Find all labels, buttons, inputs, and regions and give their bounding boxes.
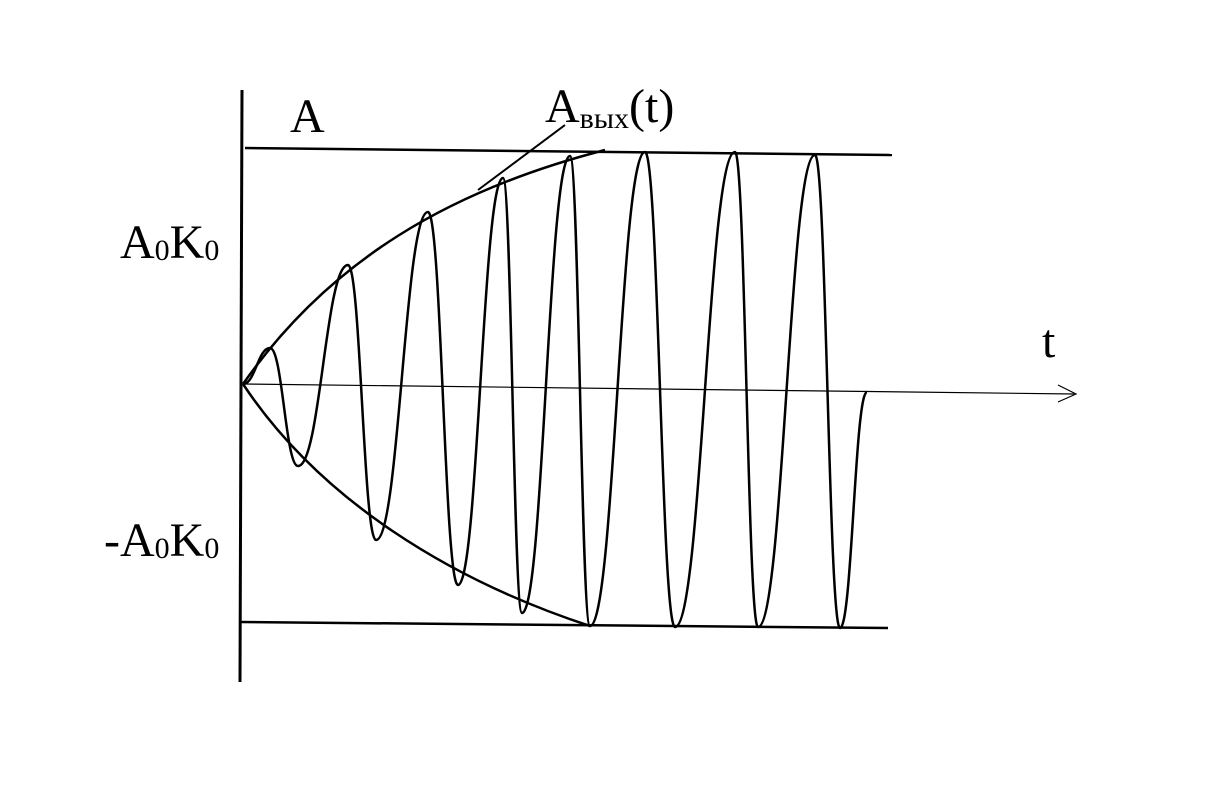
output-signal-curve	[242, 150, 869, 630]
time-axis	[242, 383, 1075, 395]
upper-k: K	[170, 216, 205, 269]
lower-k-subscript: 0	[204, 532, 219, 565]
output-label-base: A	[545, 80, 580, 133]
output-signal-label: Aвых(t)	[545, 80, 674, 135]
upper-a-subscript: 0	[155, 234, 170, 267]
t-axis-label: t	[1042, 315, 1056, 368]
lower-k: K	[170, 514, 205, 567]
upper-level-line	[244, 146, 893, 157]
upper-envelope	[241, 148, 606, 385]
lower-a: A	[120, 514, 155, 567]
lower-sign: -	[104, 514, 120, 567]
lower-level-label: -A0K0	[104, 514, 219, 567]
upper-a: A	[120, 216, 155, 269]
amplitude-axis	[238, 89, 244, 683]
lower-envelope	[241, 383, 591, 628]
output-label-subscript: вых	[580, 102, 629, 135]
y-axis-label: A	[290, 90, 325, 143]
upper-k-subscript: 0	[204, 234, 219, 267]
lower-a-subscript: 0	[155, 532, 170, 565]
lower-level-line	[239, 620, 889, 630]
output-label-leader	[477, 124, 566, 191]
time-axis-arrowhead	[1057, 384, 1078, 403]
upper-level-label: A0K0	[120, 216, 219, 269]
output-label-arg: (t)	[629, 80, 674, 133]
